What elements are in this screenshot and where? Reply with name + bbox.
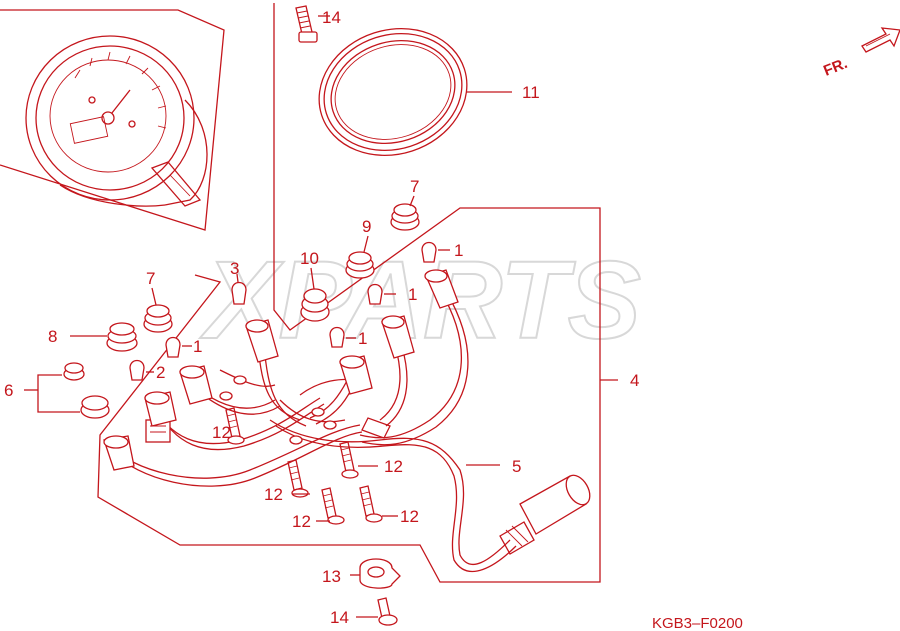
callout-4: 4 [630,371,639,390]
screw-12-c [287,459,310,498]
bulb-3 [231,273,247,305]
callout-3: 3 [230,259,239,278]
bezel-ring-11 [318,27,512,157]
callout-10: 10 [300,249,319,268]
screw-12-e [359,485,398,523]
socket-6-lower [80,395,110,419]
bulb-1-b [367,283,396,305]
callout-14-bottom: 14 [330,608,349,627]
bulb-1-c [329,326,356,348]
screw-14-bottom [356,597,398,626]
socket-8 [70,322,138,352]
callout-13: 13 [322,567,341,586]
socket-9 [345,235,375,279]
callout-7-right: 7 [410,177,419,196]
screw-12-d [316,487,345,525]
speedometer-panel-outline [0,9,225,231]
callout-1-b: 1 [408,285,417,304]
socket-7-right [390,195,420,231]
callout-1-a: 1 [454,241,463,260]
screw-12-a [225,407,245,445]
callout-12-d: 12 [292,512,311,531]
callout-6: 6 [4,381,13,400]
callout-5: 5 [512,457,521,476]
socket-6-upper [63,362,85,381]
socket-7-left [143,287,173,333]
front-direction-arrow: FR. [821,27,900,80]
speedometer-assembly [25,35,208,207]
callout-9: 9 [362,217,371,236]
harness-socket-mid-a [144,391,177,427]
callout-1-d: 1 [193,337,202,356]
harness-socket-mid-b [179,365,213,405]
screw-14-top [295,5,330,43]
bulb-1-a [421,241,450,263]
leader-6 [37,374,80,413]
callout-2: 2 [156,363,165,382]
drawing-code: KGB3–F0200 [652,615,743,631]
callout-14-top: 14 [322,8,341,27]
callout-1-c: 1 [358,329,367,348]
socket-10 [300,267,330,322]
harness-socket-left [103,435,135,471]
harness-socket-right-c [424,269,459,309]
callout-8: 8 [48,327,57,346]
callout-7-left: 7 [146,269,155,288]
bulb-2 [129,359,154,381]
harness-main-connector-5 [499,474,591,555]
clamp-13 [350,558,401,589]
front-direction-label: FR. [821,55,850,80]
bulb-panel-outline [97,3,601,583]
callout-12-e: 12 [400,507,419,526]
harness-socket-right-a [339,355,373,395]
callout-12-a: 12 [212,423,231,442]
callout-12-b: 12 [384,457,403,476]
callout-12-c: 12 [264,485,283,504]
bulb-1-d [165,336,192,358]
harness-socket-right-b [381,315,415,359]
callout-11: 11 [522,83,540,102]
screw-12-b [339,441,378,479]
harness-socket-mid-c [245,319,279,363]
